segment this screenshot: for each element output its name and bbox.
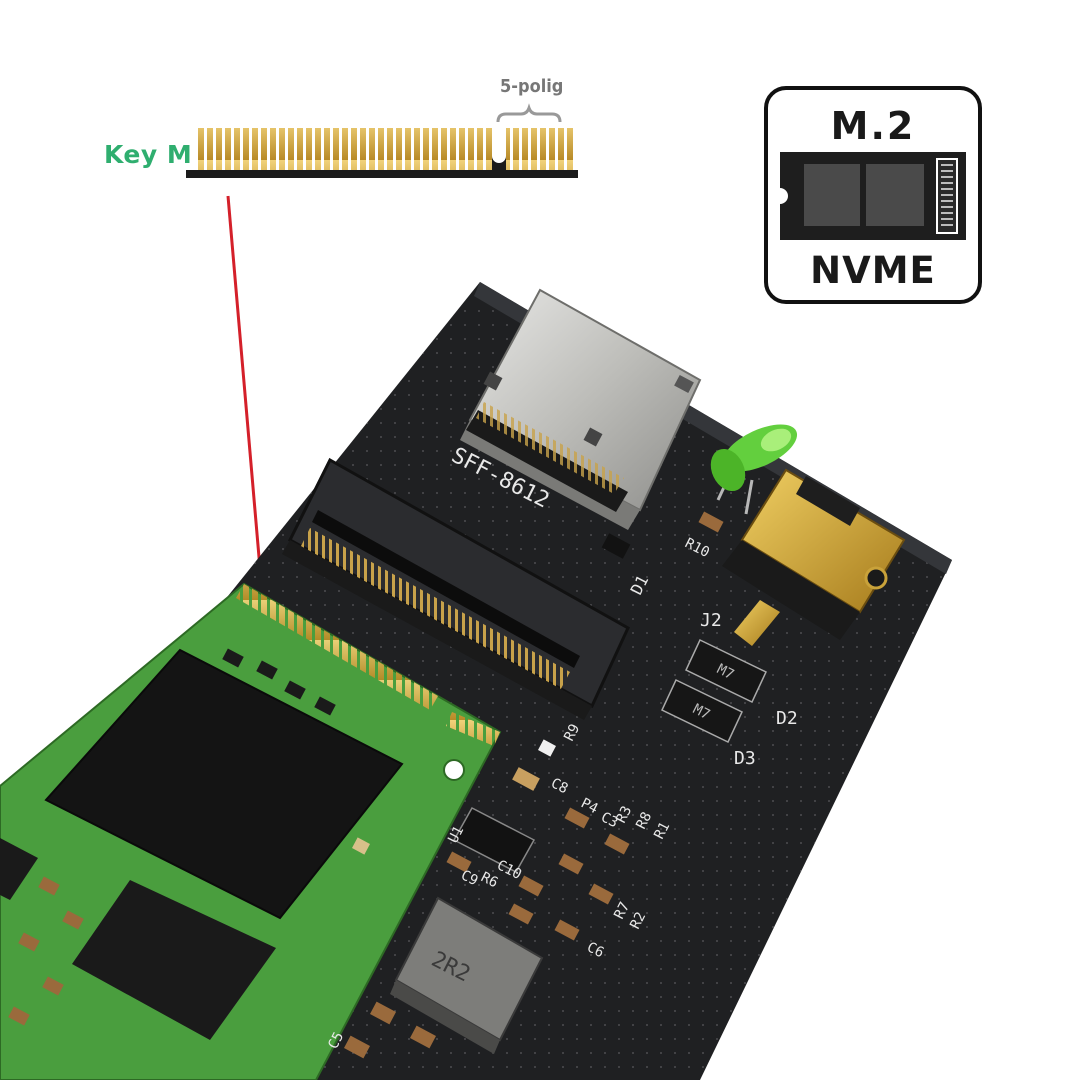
silk-p4: P4 bbox=[578, 795, 600, 817]
jack-j2 bbox=[722, 468, 906, 646]
pointer-line bbox=[226, 195, 264, 593]
silk-r7: R7 bbox=[611, 900, 633, 922]
silk-u1: U1 bbox=[445, 824, 467, 846]
nvme-ssd bbox=[0, 582, 502, 1080]
connector-base bbox=[186, 170, 578, 178]
silk-c6: C6 bbox=[584, 939, 606, 961]
silk-c9: C9 bbox=[458, 867, 480, 889]
silk-c8: C8 bbox=[548, 775, 570, 797]
ssd-edge-pins bbox=[236, 584, 438, 710]
controller-chip bbox=[44, 648, 404, 920]
silk-r8: R8 bbox=[633, 810, 655, 832]
silk-c3: C3 bbox=[598, 809, 620, 831]
inductor-2r2 bbox=[390, 896, 544, 1054]
silk-r9: R9 bbox=[561, 722, 583, 744]
mount-notch bbox=[443, 759, 465, 781]
silk-d2: D2 bbox=[776, 708, 798, 729]
green-led bbox=[710, 424, 798, 515]
silk-r3: R3 bbox=[613, 804, 635, 826]
diodes bbox=[661, 638, 767, 744]
silk-c5: C5 bbox=[325, 1030, 347, 1052]
m2-slot bbox=[282, 457, 630, 720]
key-m-label: Key M bbox=[104, 140, 193, 169]
smd-components bbox=[344, 511, 724, 1059]
pin-bracket bbox=[496, 103, 562, 123]
silk-j2: J2 bbox=[700, 610, 722, 631]
m-key-connector-diagram bbox=[186, 103, 578, 593]
badge-top-text: M.2 bbox=[830, 104, 916, 148]
sff-8612-port bbox=[460, 288, 702, 530]
badge-bottom-text: NVME bbox=[810, 249, 936, 292]
silk-m7b: M7 bbox=[690, 701, 712, 723]
silk-r2: R2 bbox=[627, 910, 649, 932]
silk-r1: R1 bbox=[651, 820, 673, 842]
edge-pins-5pin bbox=[506, 128, 576, 170]
key-notch bbox=[492, 156, 506, 170]
silk-r6: R6 bbox=[478, 869, 500, 891]
silk-d3: D3 bbox=[734, 748, 756, 769]
pin-count-label: 5-polig bbox=[500, 76, 564, 97]
m2-card-icon bbox=[780, 152, 966, 240]
edge-pins-main bbox=[196, 128, 492, 170]
nand-chip bbox=[72, 880, 276, 1040]
silk-m7a: M7 bbox=[714, 661, 736, 683]
u1-chip bbox=[452, 807, 536, 873]
m2-nvme-badge: M.2 NVME bbox=[764, 86, 982, 304]
